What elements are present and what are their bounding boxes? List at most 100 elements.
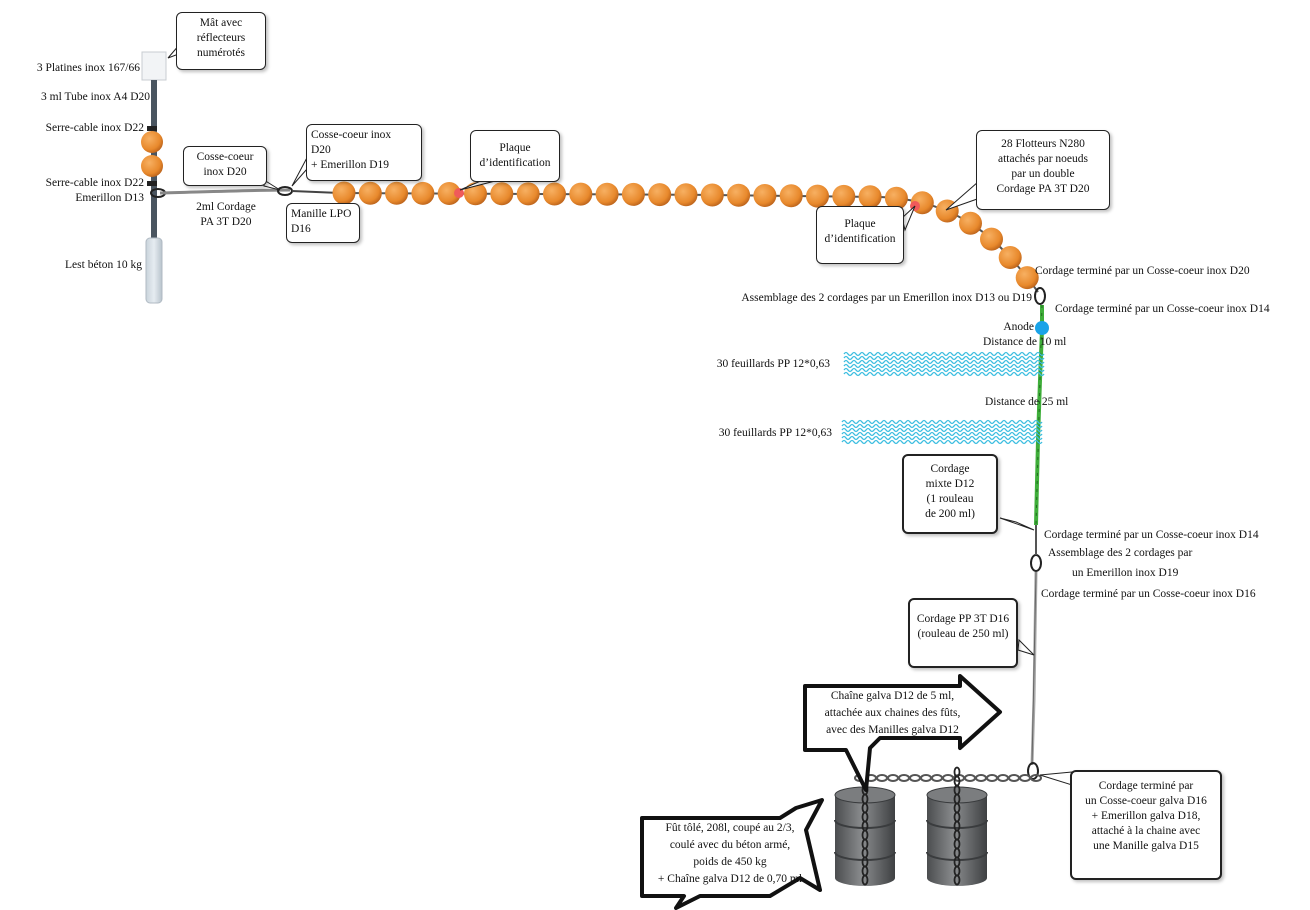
anode-icon	[1035, 321, 1049, 335]
barrel-callout-arrow	[640, 798, 824, 910]
streamer-wave	[841, 427, 1043, 433]
term-d16-label: Cordage terminé par un Cosse-coeur inox …	[1041, 588, 1256, 600]
chain-link	[931, 774, 943, 782]
chain-link	[898, 774, 910, 782]
swivel-label: Emerillon D13	[75, 192, 144, 204]
orange-float-icon	[674, 183, 698, 207]
chain-callout-text: Chaîne galva D12 de 5 ml,attachée aux ch…	[824, 690, 961, 736]
chain-link	[986, 774, 998, 782]
cable-clamp-icon	[147, 126, 157, 131]
cable-clamp-icon	[147, 181, 157, 186]
assembly-label-3: un Emerillon inox D19	[1072, 567, 1179, 579]
chain-link	[1030, 774, 1042, 782]
distance-25-label: Distance de 25 ml	[985, 396, 1069, 408]
orange-float-icon	[832, 184, 856, 208]
barrel-icon	[834, 786, 896, 886]
streamers-label-2: 30 feuillards PP 12*0,63	[718, 427, 832, 439]
chain-link	[975, 774, 987, 782]
streamer-wave	[843, 359, 1045, 365]
rope-label-2: PA 3T D20	[200, 216, 252, 228]
orange-float-icon	[884, 186, 908, 210]
cable-clamp-label: Serre-cable inox D22	[45, 177, 144, 189]
chain-link	[887, 774, 899, 782]
streamer-wave	[841, 435, 1043, 441]
streamers-2	[841, 419, 1043, 445]
mast-float	[141, 155, 163, 177]
assembly-label-2: Assemblage des 2 cordages par	[1048, 547, 1193, 559]
orange-float-icon	[779, 184, 803, 208]
orange-float-icon	[621, 182, 645, 206]
anode-label: Anode	[1003, 321, 1034, 333]
reflector-plates	[141, 51, 167, 81]
streamer-wave	[843, 371, 1045, 377]
orange-float-icon	[727, 183, 751, 207]
assembly-label: Assemblage des 2 cordages par un Emerill…	[741, 292, 1032, 304]
streamers-label-1: 30 feuillards PP 12*0,63	[716, 358, 830, 370]
mast-float	[141, 131, 163, 153]
orange-float-icon	[437, 182, 461, 205]
orange-float-icon	[516, 182, 540, 206]
chain-link	[876, 774, 888, 782]
identification-plate-icon	[454, 188, 464, 198]
orange-float-icon	[490, 182, 514, 206]
orange-float-icon	[1015, 266, 1039, 290]
barrel-callout-text: Fût tôlé, 208l, coupé au 2/3,coulé avec …	[657, 822, 803, 885]
orange-float-icon	[959, 211, 982, 235]
orange-float-icon	[595, 182, 619, 206]
float-line-rope	[341, 192, 1039, 293]
streamer-wave	[843, 351, 1045, 357]
chain-link	[964, 774, 976, 782]
streamer-wave	[843, 367, 1045, 373]
chain-link	[909, 774, 921, 782]
orange-float-icon	[358, 181, 382, 205]
concrete-ballast	[145, 237, 163, 304]
float-line	[332, 181, 1039, 290]
barrel-chain-link	[861, 874, 869, 886]
swivel-icon	[1034, 287, 1046, 305]
orange-float-icon	[411, 181, 435, 205]
tube-label: 3 ml Tube inox A4 D20	[41, 91, 150, 103]
distance-10-label: Distance de 10 ml	[983, 336, 1067, 348]
chain-callout-arrow	[803, 674, 1002, 792]
streamer-wave	[841, 439, 1043, 445]
cable-clamp-label: Serre-cable inox D22	[45, 122, 144, 134]
platines-label: 3 Platines inox 167/66	[36, 62, 140, 74]
orange-float-icon	[332, 181, 356, 205]
orange-float-icon	[980, 227, 1003, 251]
streamer-wave	[841, 423, 1043, 429]
swivel-icon	[1030, 554, 1042, 572]
streamer-wave	[843, 355, 1045, 361]
orange-float-icon	[858, 185, 882, 209]
barrel-chains	[861, 766, 961, 886]
streamers-1	[843, 351, 1045, 377]
orange-float-icon	[806, 184, 829, 208]
orange-float-icon	[998, 246, 1022, 269]
term-d14-label: Cordage terminé par un Cosse-coeur inox …	[1055, 303, 1270, 315]
chain-link	[1008, 774, 1020, 782]
shackle-icon	[1027, 762, 1039, 780]
mast	[141, 51, 167, 304]
streamer-wave	[841, 431, 1043, 437]
galva-chain	[854, 774, 1042, 782]
barrel-icon	[926, 786, 988, 886]
rope-pa-d20	[159, 188, 291, 195]
chain-link	[920, 774, 932, 782]
term-d14-label-2: Cordage terminé par un Cosse-coeur inox …	[1044, 529, 1259, 541]
orange-float-icon	[648, 183, 672, 207]
pp-rope-callout: Cordage PP 3T D16(rouleau de 250 ml)	[908, 598, 1018, 668]
chain-link	[1019, 774, 1031, 782]
ballast-label: Lest béton 10 kg	[65, 259, 142, 271]
term-d20-label: Cordage terminé par un Cosse-coeur inox …	[1035, 265, 1250, 277]
orange-float-icon	[385, 181, 409, 205]
orange-float-icon	[543, 182, 566, 206]
barrel-chain-link	[953, 874, 961, 886]
